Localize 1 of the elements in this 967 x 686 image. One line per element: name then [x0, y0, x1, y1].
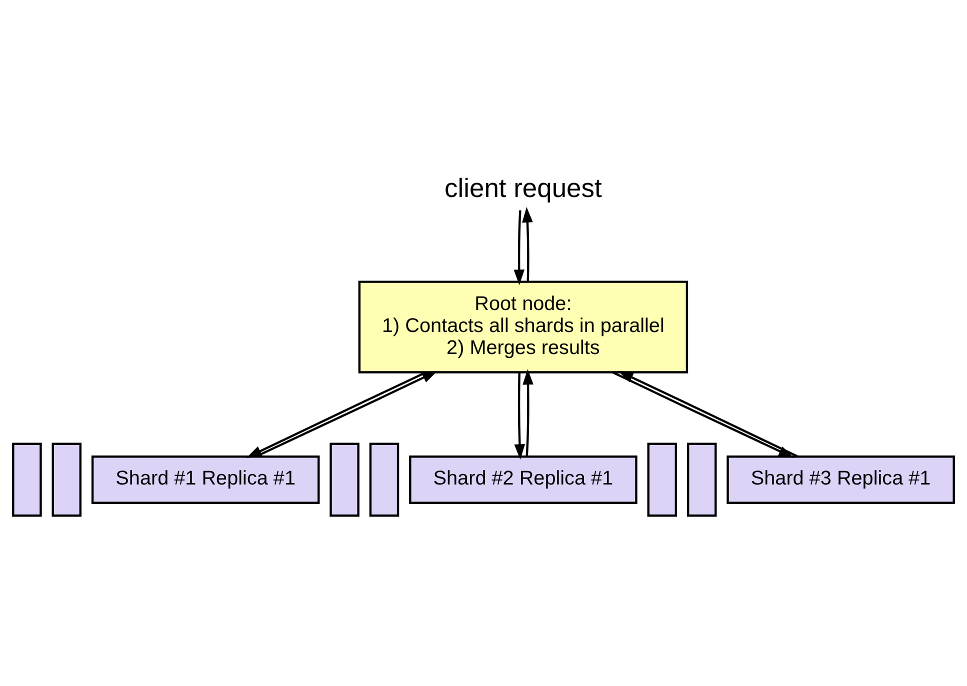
node-text: client request — [444, 173, 602, 204]
